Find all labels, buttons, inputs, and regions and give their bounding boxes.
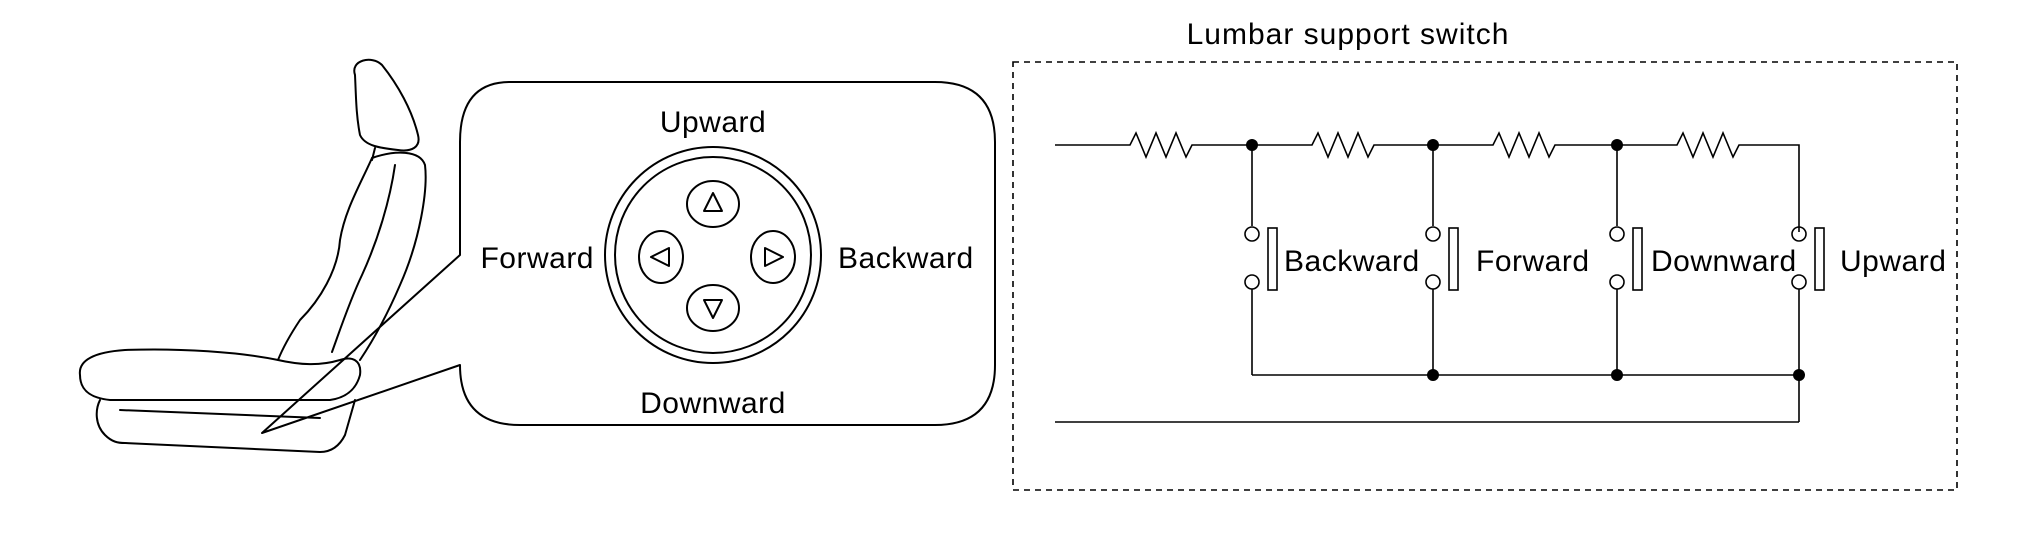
right-triangle-icon xyxy=(764,247,784,267)
seat-back-inner xyxy=(331,164,396,353)
switch-branch-upward: Upward xyxy=(1791,226,1946,422)
callout-bubble xyxy=(261,81,996,434)
downward-button[interactable] xyxy=(686,284,740,332)
switch-contact-upward xyxy=(1814,227,1825,291)
switch-contact-backward xyxy=(1267,227,1278,291)
upward-label: Upward xyxy=(660,106,766,139)
seat-base xyxy=(95,399,356,453)
top-rail xyxy=(1055,130,1800,232)
backward-label: Backward xyxy=(838,242,974,275)
bottom-junction-3 xyxy=(1793,369,1805,381)
switch-label-forward: Forward xyxy=(1476,245,1590,278)
switch-label-downward: Downward xyxy=(1651,245,1797,278)
bottom-junction-1 xyxy=(1427,369,1439,381)
switch-callout: Upward Downward Forward Backward xyxy=(261,81,996,434)
forward-button[interactable] xyxy=(638,230,684,284)
backward-button[interactable] xyxy=(750,230,796,284)
switch-label-backward: Backward xyxy=(1284,245,1420,278)
circuit-title: Lumbar support switch xyxy=(1187,18,1510,51)
seat-back-front xyxy=(277,157,373,361)
down-triangle-icon xyxy=(703,299,723,319)
switch-contact-forward xyxy=(1448,227,1459,291)
bottom-junction-2 xyxy=(1611,369,1623,381)
switch-branch-downward: Downward xyxy=(1609,145,1797,375)
switch-contact-downward xyxy=(1632,227,1643,291)
switch-boundary xyxy=(1012,61,1958,491)
seat-headrest xyxy=(353,58,420,152)
upward-button[interactable] xyxy=(686,180,740,228)
left-triangle-icon xyxy=(650,247,670,267)
forward-label: Forward xyxy=(480,242,594,275)
switch-label-upward: Upward xyxy=(1840,245,1946,278)
switch-outer-ring xyxy=(604,146,822,364)
seat-base-edge xyxy=(119,409,321,419)
seat-illustration xyxy=(78,58,427,453)
up-triangle-icon xyxy=(703,192,723,212)
seat-cushion xyxy=(78,348,362,401)
switch-branch-forward: Forward xyxy=(1425,145,1590,375)
switch-branch-backward: Backward xyxy=(1244,145,1420,375)
downward-label: Downward xyxy=(640,387,786,420)
lumbar-support-circuit: Lumbar support switch Backward xyxy=(1012,18,1958,491)
switch-inner-ring xyxy=(614,156,812,354)
